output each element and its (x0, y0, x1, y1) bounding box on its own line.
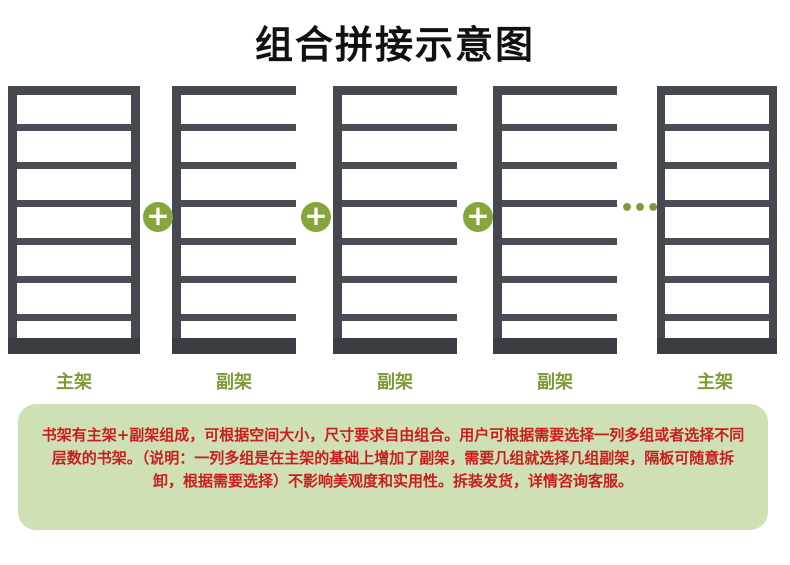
ellipsis-icon: ••• (620, 196, 660, 221)
sub-shelf-image (172, 86, 296, 354)
page-title: 组合拼接示意图 (254, 23, 535, 67)
description-text: 书架有主架+副架组成，可根据空间大小，尺寸要求自由组合。用户可根据需要选择一列多… (41, 426, 745, 490)
shelf-label-main: 主架 (56, 372, 92, 393)
sub-shelf-image (493, 86, 617, 354)
sub-shelf-image (333, 86, 457, 354)
plus-circle-icon: + (301, 202, 331, 232)
shelf-label-sub: 副架 (377, 372, 413, 393)
shelf-label-main: 主架 (697, 372, 733, 393)
main-shelf-image (657, 86, 777, 354)
plus-circle-icon: + (143, 202, 173, 232)
shelf-label-sub: 副架 (537, 372, 573, 393)
main-shelf-image (8, 86, 140, 354)
plus-circle-icon: + (463, 202, 493, 232)
shelf-label-sub: 副架 (216, 372, 252, 393)
description-panel: 书架有主架+副架组成，可根据空间大小，尺寸要求自由组合。用户可根据需要选择一列多… (18, 404, 768, 530)
